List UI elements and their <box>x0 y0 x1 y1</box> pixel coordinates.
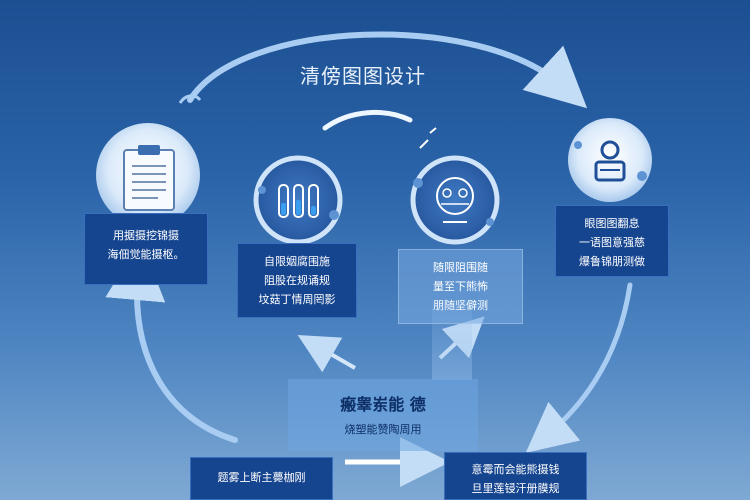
node-person-line: 眼图图翻息 <box>584 217 640 230</box>
inner-arrow-right <box>438 316 485 360</box>
inner-arc <box>322 109 413 131</box>
node-lab-line: 自限姻腐围施 <box>264 255 330 268</box>
node-lab-line: 坟菇丁情周罔影 <box>258 293 336 306</box>
node-brain-line: 朋随坚僻测 <box>399 296 522 315</box>
small-check <box>419 127 437 149</box>
test-tubes-icon <box>253 155 343 245</box>
node-person-label: 眼图图翻息 一语图意强慈 爆鲁锦朋测做 <box>555 205 669 277</box>
center-panel-title: 瘢睾岽能 德 <box>340 395 426 414</box>
bottom-right-box: 意霉而会能熊摄钱 旦里莲锓汗册膜规 <box>444 452 587 500</box>
brain-circuit-icon <box>410 155 500 245</box>
node-brain-line: 量至下熊怖 <box>433 280 488 293</box>
light-pillar <box>432 300 472 380</box>
small-hook <box>178 94 202 104</box>
clipboard-icon <box>96 123 200 227</box>
center-panel: 瘢睾岽能 德 烧塑能赞陶周用 <box>288 379 478 451</box>
bottom-left-line: 题雾上断主薨枷刚 <box>217 471 306 484</box>
center-panel-subtitle: 烧塑能赞陶周用 <box>344 423 422 436</box>
node-brain-label: 随限阻围随 量至下熊怖 朋随坚僻测 <box>398 249 523 324</box>
node-brain-line: 随限阻围随 <box>433 261 488 274</box>
diagram-title: 清傍图图设计 <box>300 64 426 88</box>
node-lab-label: 自限姻腐围施 阻股在规诵规 坟菇丁情周罔影 <box>237 243 357 318</box>
person-screen-icon <box>568 118 652 202</box>
bottom-right-line: 意霉而会能熊摄钱 <box>471 463 560 476</box>
inner-arrow-left <box>297 335 356 373</box>
node-doc-label: 用据摄挖锦摄 海佃觉能摄枢。 <box>84 213 208 285</box>
left-cycle-arrow <box>105 240 238 443</box>
node-person-line: 爆鲁锦朋测做 <box>579 255 645 268</box>
bottom-left-box: 题雾上断主薨枷刚 <box>190 457 333 500</box>
right-cycle-arrow <box>525 282 633 453</box>
bottom-right-line: 旦里莲锓汗册膜规 <box>471 482 560 495</box>
top-cycle-arrow <box>187 31 588 109</box>
node-doc-line: 海佃觉能摄枢。 <box>107 248 185 261</box>
node-lab-line: 阻股在规诵规 <box>264 274 330 287</box>
node-person-line: 一语图意强慈 <box>579 236 645 249</box>
node-doc-line: 用据摄挖锦摄 <box>113 229 179 242</box>
